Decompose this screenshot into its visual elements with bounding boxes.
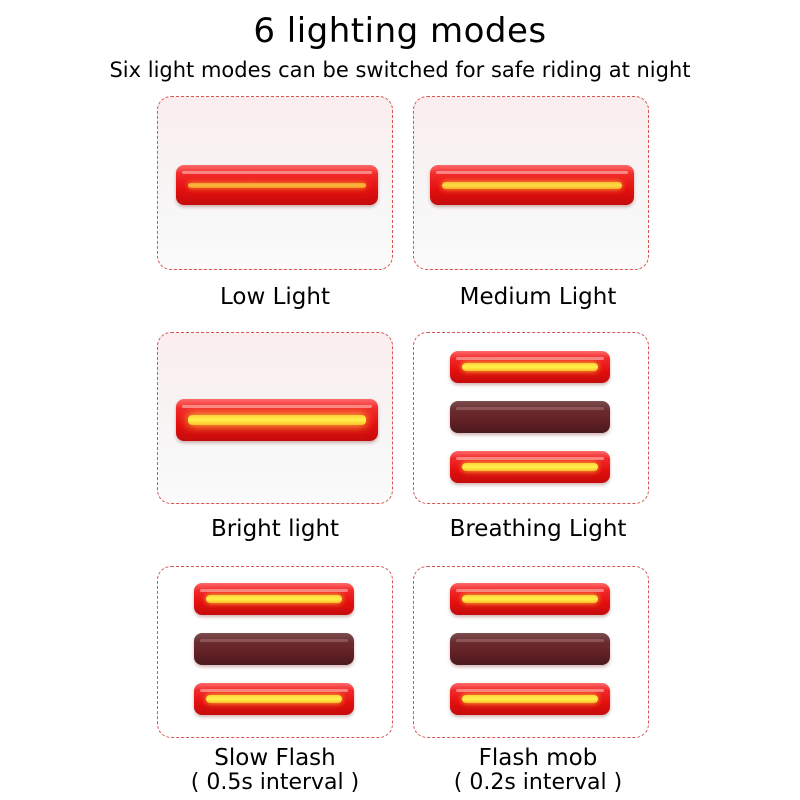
light-bar [450, 583, 610, 615]
mode-label-slow-flash: Slow Flash [214, 745, 336, 771]
light-bar [194, 683, 354, 715]
mode-label-flash-mob: Flash mob [478, 745, 598, 771]
light-bar-off [194, 633, 354, 665]
light-bar-off [450, 401, 610, 433]
mode-label-bright-light: Bright light [210, 516, 340, 542]
mode-panel-slow-flash [157, 566, 393, 738]
mode-panel-low-light [157, 96, 393, 270]
light-bar-off [450, 633, 610, 665]
mode-panel-breathing-light [413, 332, 649, 504]
mode-panel-bright-light [157, 332, 393, 504]
light-bar [194, 583, 354, 615]
light-bar [450, 451, 610, 483]
page-title: 6 lighting modes [253, 11, 547, 51]
mode-panel-medium-light [413, 96, 649, 270]
mode-label-medium-light: Medium Light [459, 284, 617, 310]
light-bar [430, 165, 634, 205]
light-bar [176, 399, 378, 441]
light-bar [450, 683, 610, 715]
mode-panel-flash-mob [413, 566, 649, 738]
light-bar [176, 165, 378, 205]
light-bar [450, 351, 610, 383]
mode-label-breathing-light: Breathing Light [449, 516, 627, 542]
mode-label-low-light: Low Light [219, 284, 330, 310]
page-subtitle: Six light modes can be switched for safe… [109, 58, 691, 82]
mode-sublabel-flash-mob: ( 0.2s interval ) [453, 770, 623, 795]
mode-sublabel-slow-flash: ( 0.5s interval ) [190, 770, 360, 795]
